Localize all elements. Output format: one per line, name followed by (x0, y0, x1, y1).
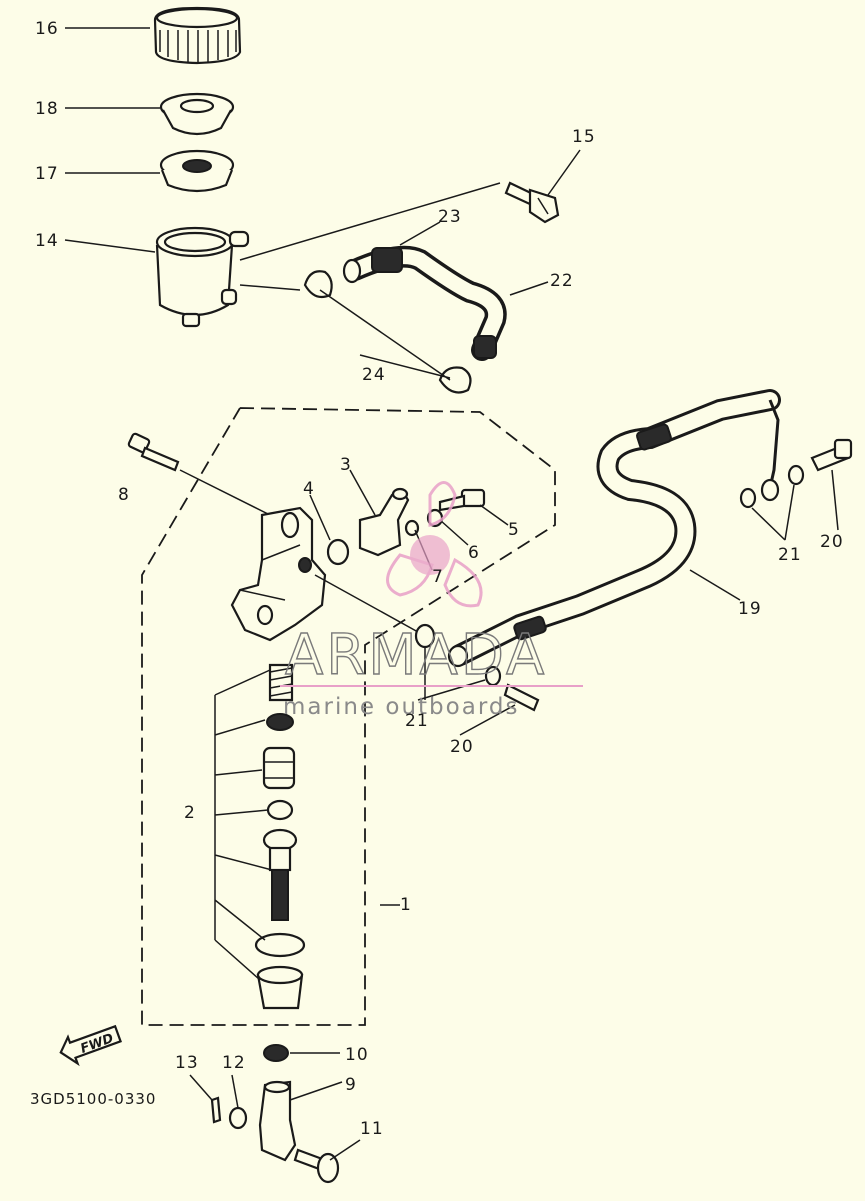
label-part-24: 24 (362, 365, 386, 385)
label-part-11: 11 (360, 1119, 384, 1139)
part-19-brake-hose (447, 389, 781, 668)
label-part-19: 19 (738, 599, 762, 619)
part-13-cotter-pin (189, 1074, 222, 1124)
part-12-washer (228, 1074, 248, 1130)
part-21-washer-b (739, 464, 805, 541)
part-21-washer-a (414, 623, 436, 649)
part-5-bolt (438, 488, 486, 512)
label-part-1: 1 (400, 895, 412, 915)
part-circlip (254, 932, 306, 958)
label-part-22: 22 (550, 271, 574, 291)
diagram-code: 3GD5100-0330 (30, 1090, 156, 1108)
part-20-bolt-b (810, 438, 853, 531)
label-part-8: 8 (118, 485, 130, 505)
label-part-16: 16 (35, 19, 59, 39)
part-3-elbow-joint (358, 487, 410, 557)
label-part-9: 9 (345, 1075, 357, 1095)
label-part-7: 7 (432, 567, 444, 587)
label-part-20-mid: 20 (450, 737, 474, 757)
part-24-hose-clip (303, 270, 472, 394)
label-part-20-right: 20 (820, 532, 844, 552)
part-boot (256, 965, 304, 1010)
part-push-rod (262, 828, 298, 921)
label-part-15: 15 (572, 127, 596, 147)
part-cup (266, 713, 294, 731)
label-part-21-right: 21 (778, 545, 802, 565)
label-part-17: 17 (35, 164, 59, 184)
label-part-6: 6 (468, 543, 480, 563)
part-11-pin (293, 1139, 361, 1184)
label-part-5: 5 (508, 520, 520, 540)
part-17-diaphragm (159, 149, 235, 193)
armada-watermark: ARMADA marine outboards (280, 481, 583, 720)
leader-lines-stack (214, 669, 400, 981)
label-part-14: 14 (35, 231, 59, 251)
part-4-o-ring (326, 538, 350, 566)
label-part-13: 13 (175, 1053, 199, 1073)
part-2-cup (266, 799, 294, 821)
label-part-18: 18 (35, 99, 59, 119)
part-15-union-bolt (504, 181, 560, 224)
label-part-3: 3 (340, 455, 352, 475)
label-part-2: 2 (184, 803, 196, 823)
part-20-bolt-a (417, 665, 540, 736)
part-10-nut (263, 1044, 340, 1062)
master-cylinder-body (230, 506, 327, 642)
part-14-reservoir (155, 226, 250, 328)
assembly-1-boundary (141, 407, 556, 1026)
label-part-23: 23 (438, 207, 462, 227)
part-spring (268, 663, 294, 702)
label-part-12: 12 (222, 1053, 246, 1073)
label-part-21-mid: 21 (405, 711, 429, 731)
part-piston (262, 746, 296, 790)
part-9-clevis (258, 1080, 343, 1162)
propeller-logo-icon (386, 481, 483, 608)
part-22-reservoir-hose (342, 245, 507, 361)
label-part-10: 10 (345, 1045, 369, 1065)
label-part-4: 4 (303, 479, 315, 499)
watermark-tagline: marine outboards (283, 694, 519, 720)
part-number-labels: 16 18 17 14 15 23 22 24 8 3 4 5 6 7 19 2… (30, 19, 844, 1139)
watermark-brand: ARMADA (285, 623, 547, 688)
part-18-diaphragm-plate (159, 92, 235, 136)
fwd-arrow-icon: FWD (59, 1024, 122, 1067)
part-16-reservoir-cap (153, 6, 242, 65)
leader-lines-top (64, 27, 581, 381)
